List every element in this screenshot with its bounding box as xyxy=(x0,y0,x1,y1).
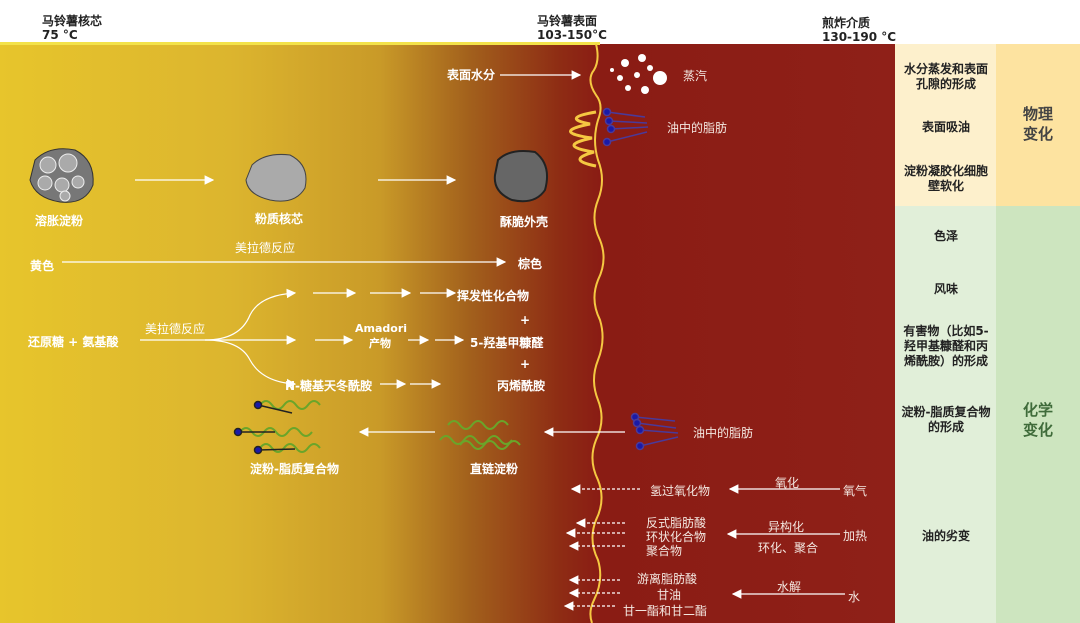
yellow-label: 黄色 xyxy=(30,259,55,273)
oxygen-label: 氧气 xyxy=(843,484,868,498)
free-fatty-acid-label: 游离脂肪酸 xyxy=(637,572,698,586)
maillard-color-label: 美拉德反应 xyxy=(235,241,296,255)
chemical-item: 风味 xyxy=(933,282,958,296)
hydroperoxide-label: 氢过氧化物 xyxy=(650,484,711,498)
starch-lipid-complex-label: 淀粉-脂质复合物 xyxy=(250,462,339,476)
fat-molecules-icon xyxy=(602,107,649,147)
physical-item: 表面吸油 xyxy=(921,120,970,134)
top-border xyxy=(0,42,600,45)
brown-label: 棕色 xyxy=(518,257,543,271)
mealy-core-granule-icon xyxy=(245,154,307,202)
maillard-reaction-label: 美拉德反应 xyxy=(145,322,206,336)
trans-fatty-acid-label: 反式脂肪酸 xyxy=(646,516,707,530)
plus-sign: + xyxy=(520,357,531,371)
physical-change-label: 物理变化 xyxy=(1022,105,1053,143)
water-label: 水 xyxy=(848,590,861,604)
swollen-starch-granule-icon xyxy=(29,148,94,203)
chemical-items-column xyxy=(895,206,996,623)
amylose-label: 直链淀粉 xyxy=(470,462,519,476)
steam-bubbles-icon xyxy=(610,54,667,94)
acrylamide-label: 丙烯酰胺 xyxy=(497,379,546,393)
amylose-chains-icon xyxy=(439,420,521,450)
asparagine-label: N-糖基天冬酰胺 xyxy=(285,379,373,393)
surface-water-label: 表面水分 xyxy=(447,68,496,82)
process-arrows xyxy=(62,70,845,611)
reactants-label: 还原糖 + 氨基酸 xyxy=(28,335,119,349)
starch-lipid-complex-icon xyxy=(233,400,321,455)
mono-di-glyceride-label: 甘一酯和甘二酯 xyxy=(623,604,708,618)
chemical-item: 色泽 xyxy=(933,229,958,243)
granule-label: 溶胀淀粉 xyxy=(35,214,84,228)
physical-item: 淀粉凝胶化细胞壁软化 xyxy=(903,164,988,193)
fat-molecules-icon xyxy=(630,412,679,451)
surface-boundary-line xyxy=(589,43,605,623)
hmf-label: 5-羟基甲糠醛 xyxy=(470,336,544,350)
crispy-crust-granule-icon xyxy=(493,150,548,203)
chemical-item: 淀粉-脂质复合物的形成 xyxy=(901,405,991,434)
physical-item: 水分蒸发和表面孔隙的形成 xyxy=(903,62,988,91)
volatile-compounds-label: 挥发性化合物 xyxy=(457,289,530,303)
surface-temp: 103-150°C xyxy=(537,28,607,42)
cyclic-compounds-label: 环状化合物 xyxy=(646,530,707,544)
hydrolysis-label: 水解 xyxy=(777,580,802,594)
granule-label: 粉质核芯 xyxy=(255,212,304,226)
chemical-item: 有害物（比如5-羟甲基糠醛和丙烯酰胺）的形成 xyxy=(903,324,989,368)
steam-label: 蒸汽 xyxy=(683,69,708,83)
core-temp: 75 °C xyxy=(42,28,78,42)
physical-items-column xyxy=(895,44,996,206)
chemical-change-label: 化学变化 xyxy=(1022,401,1053,439)
medium-temp: 130-190 °C xyxy=(822,30,897,44)
fat-in-oil-label: 油中的脂肪 xyxy=(667,121,728,135)
granule-label: 酥脆外壳 xyxy=(500,215,549,229)
glycerol-label: 甘油 xyxy=(657,588,682,602)
plus-sign: + xyxy=(520,313,531,327)
oil-absorption-waves xyxy=(569,110,597,168)
heating-label: 加热 xyxy=(843,529,868,543)
cyclization-label: 环化、聚合 xyxy=(758,541,819,555)
physical-label-column xyxy=(996,44,1080,206)
chemical-item: 油的劣变 xyxy=(921,529,970,543)
oxidation-label: 氧化 xyxy=(775,476,800,490)
diagram-graphics xyxy=(29,43,845,623)
chemical-label-column xyxy=(996,206,1080,623)
polymer-label: 聚合物 xyxy=(646,544,683,558)
temperature-gradient-band xyxy=(0,44,895,623)
fat-in-oil-label: 油中的脂肪 xyxy=(693,426,754,440)
isomerization-label: 异构化 xyxy=(768,520,805,534)
